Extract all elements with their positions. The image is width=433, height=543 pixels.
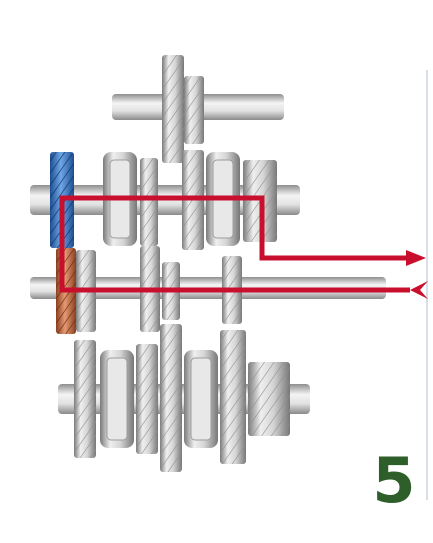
power-flow-path: [59, 195, 428, 299]
main-gear-1: [140, 158, 158, 246]
countershaft: [58, 324, 310, 472]
top-gear-small: [184, 76, 204, 144]
counter-gear-2: [136, 344, 158, 454]
counter-gear-3: [160, 324, 182, 472]
counter-sleeve-2: [184, 350, 218, 448]
arrow-right-icon: [406, 250, 426, 266]
counter-gear-1: [74, 340, 96, 458]
top-gear-large: [162, 55, 184, 163]
arrow-left-icon: [410, 281, 428, 299]
power-flow-line: [59, 195, 410, 293]
counter-gear-4: [220, 330, 246, 464]
counter-gear-5: [248, 362, 290, 436]
counter-sleeve-1: [100, 350, 134, 448]
top-shaft: [112, 55, 284, 163]
gear-number-label: 5: [372, 444, 415, 517]
